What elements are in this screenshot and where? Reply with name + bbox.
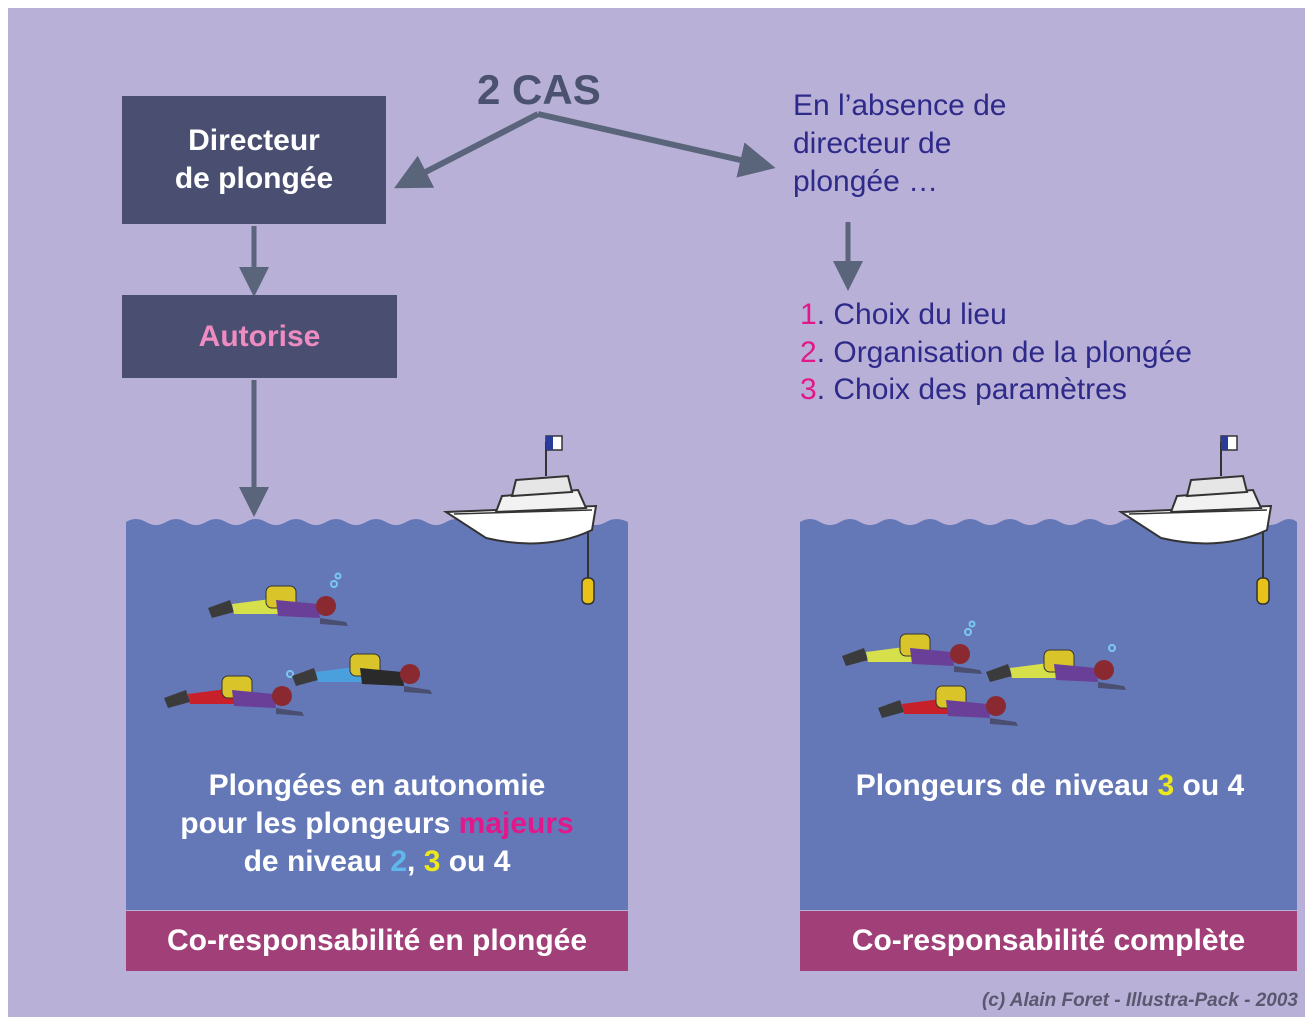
right-text-end: ou 4 (1174, 769, 1245, 802)
level-separator: , (407, 845, 424, 878)
banner-left-label: Co-responsabilité en plongée (166, 924, 588, 957)
step-text: . Organisation de la plongée (816, 335, 1192, 369)
absence-line3: plongée … (793, 165, 939, 198)
level-3-highlight: 3 (423, 845, 441, 878)
step-item: 3. Choix des paramètres (800, 371, 1192, 409)
absence-line2: directeur de (793, 127, 952, 160)
left-water-panel (126, 519, 628, 910)
autorise-label: Autorise (198, 319, 321, 353)
copyright-notice: (c) Alain Foret - Illustra-Pack - 2003 (981, 990, 1298, 1011)
absence-line1: En l’absence de (793, 89, 1007, 122)
left-panel-text: Plongées en autonomie pour les plongeurs… (126, 767, 628, 881)
left-diver-2 (164, 670, 304, 716)
cas-label: 2 CAS (477, 66, 601, 113)
left-line2: pour les plongeurs majeurs (126, 805, 628, 843)
step-number: 1 (800, 298, 817, 331)
step-text: . Choix du lieu (816, 298, 1007, 331)
step-number: 2 (800, 335, 817, 369)
left-line3-start: de niveau (243, 845, 391, 878)
autorise-box: Autorise (122, 295, 397, 378)
right-water-panel (800, 519, 1297, 910)
banner-co-responsabilite-complete: Co-responsabilité complète (800, 911, 1297, 971)
left-diver-3 (292, 653, 432, 694)
left-line2-start: pour les plongeurs (180, 807, 459, 840)
director-line2: de plongée (174, 162, 334, 195)
step-number: 3 (800, 373, 817, 406)
level-2-highlight: 2 (390, 845, 408, 878)
right-diver-3 (878, 685, 1018, 726)
right-level-highlight: 3 (1157, 769, 1175, 802)
left-line3: de niveau 2, 3 ou 4 (126, 843, 628, 881)
step-item: 2. Organisation de la plongée (800, 334, 1192, 372)
arrow-cas-to-director (394, 111, 540, 189)
banner-co-responsabilite-plongee: Co-responsabilité en plongée (126, 911, 628, 971)
step-text: . Choix des paramètres (816, 373, 1127, 406)
director-box: Directeur de plongée (122, 96, 386, 224)
left-line1: Plongées en autonomie (208, 769, 546, 802)
arrow-cas-to-absence (537, 111, 776, 178)
absence-text: En l’absence de directeur de plongée … (793, 87, 1093, 201)
right-diver-2 (986, 644, 1126, 690)
right-text-start: Plongeurs de niveau (855, 769, 1158, 802)
banner-right-label: Co-responsabilité complète (851, 924, 1246, 957)
left-diver-1 (208, 572, 348, 626)
left-line3-end: ou 4 (440, 845, 511, 878)
director-line1: Directeur (188, 124, 320, 157)
majeurs-highlight: majeurs (458, 807, 574, 840)
right-panel-text: Plongeurs de niveau 3 ou 4 (800, 767, 1300, 805)
steps-list: 1. Choix du lieu 2. Organisation de la p… (800, 296, 1192, 409)
step-item: 1. Choix du lieu (800, 296, 1192, 334)
right-diver-1 (842, 620, 982, 674)
